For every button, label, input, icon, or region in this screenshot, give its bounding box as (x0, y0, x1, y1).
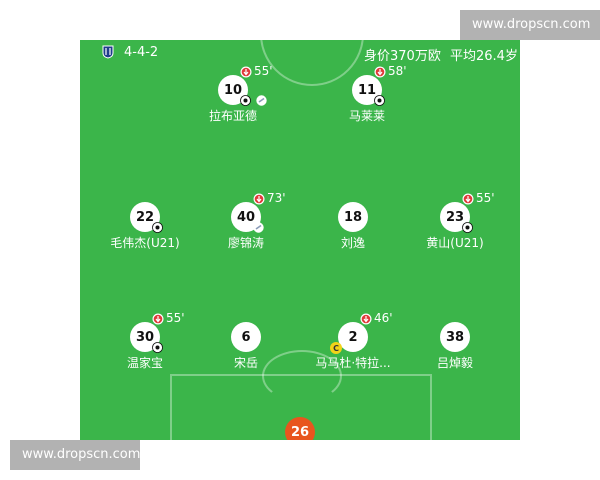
player-number: 18 (338, 202, 368, 232)
penalty-arc (262, 350, 342, 402)
player-2[interactable]: 2 46' C 马马杜·特拉... (315, 311, 392, 370)
formation-label: 4-4-2 (124, 45, 159, 60)
ball-icon (374, 95, 385, 106)
player-40[interactable]: 40 73' 廖锦涛 (228, 191, 286, 250)
player-6[interactable]: 6 宋岳 (231, 322, 261, 370)
center-circle (260, 40, 364, 86)
club-crest-icon (102, 45, 114, 59)
shoe-icon (253, 222, 264, 233)
player-number: 2 (338, 322, 368, 352)
player-name: 刘逸 (340, 236, 365, 250)
substitution-minute: 58' (388, 64, 407, 78)
player-26[interactable]: 26 (285, 417, 315, 440)
pitch: 4-4-2 身价370万欧 平均26.4岁 10 55' 拉布亚德 11 58'… (80, 40, 520, 440)
substitution-out-icon (152, 313, 164, 325)
player-23[interactable]: 23 55' 黄山(U21) (426, 191, 494, 250)
player-number: 10 (218, 75, 248, 105)
substitution-minute: 73' (267, 191, 286, 205)
market-value-label: 身价370万欧 (364, 49, 441, 64)
watermark-top: www.dropscn.com (460, 10, 600, 40)
substitution-minute: 55' (254, 64, 273, 78)
ball-icon (240, 95, 251, 106)
player-11[interactable]: 11 58' 马莱莱 (349, 64, 407, 123)
average-age-label: 平均26.4岁 (450, 49, 518, 64)
substitution-minute: 55' (476, 191, 495, 205)
ball-icon (152, 342, 163, 353)
player-name: 马莱莱 (348, 109, 385, 123)
player-18[interactable]: 18 刘逸 (338, 202, 368, 250)
player-name: 毛伟杰(U21) (110, 236, 180, 250)
player-name: 宋岳 (233, 356, 258, 370)
ball-icon (152, 222, 163, 233)
player-name: 拉布亚德 (208, 109, 257, 123)
substitution-out-icon (360, 313, 372, 325)
player-10[interactable]: 10 55' 拉布亚德 (209, 64, 273, 123)
substitution-minute: 46' (374, 311, 393, 325)
player-number: 6 (231, 322, 261, 352)
captain-badge: C (330, 342, 342, 354)
player-name: 黄山(U21) (426, 236, 484, 250)
player-30[interactable]: 30 55' 温家宝 (127, 311, 185, 370)
player-name: 吕焯毅 (436, 356, 473, 370)
player-number: 26 (285, 417, 315, 440)
watermark-bottom: www.dropscn.com (10, 440, 140, 470)
ball-icon (462, 222, 473, 233)
shoe-icon (256, 95, 267, 106)
player-name: 马马杜·特拉... (315, 356, 391, 370)
player-38[interactable]: 38 吕焯毅 (437, 322, 473, 370)
substitution-out-icon (253, 193, 265, 205)
player-22[interactable]: 22 毛伟杰(U21) (110, 202, 180, 250)
substitution-out-icon (462, 193, 474, 205)
player-name: 廖锦涛 (227, 236, 264, 250)
substitution-out-icon (374, 66, 386, 78)
substitution-out-icon (240, 66, 252, 78)
substitution-minute: 55' (166, 311, 185, 325)
player-name: 温家宝 (126, 356, 163, 370)
player-number: 38 (440, 322, 470, 352)
